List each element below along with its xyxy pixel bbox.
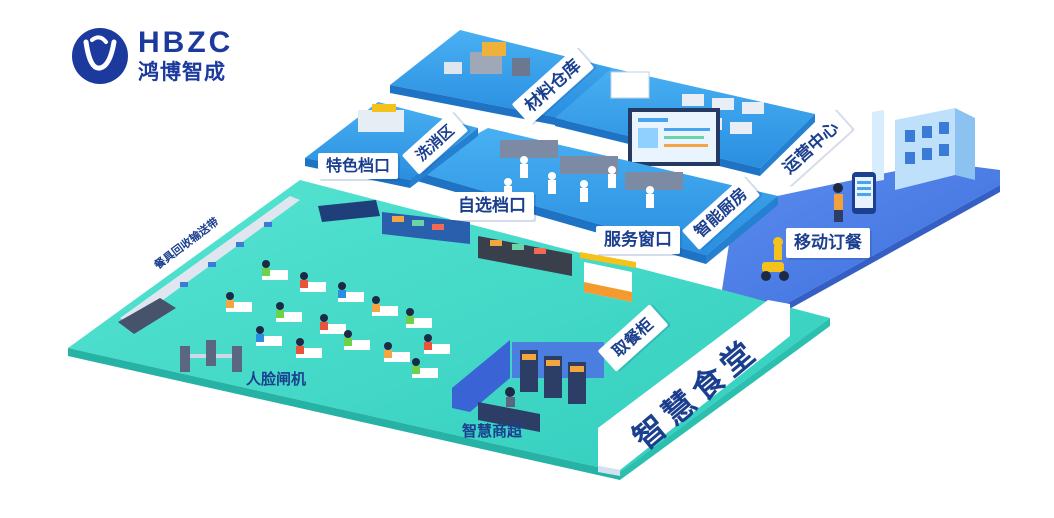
sign-mobile-order: 移动订餐 [786, 228, 870, 258]
sign-specialty-stall: 特色档口 [318, 153, 398, 179]
smart-supermarket [452, 340, 604, 432]
sign-self-service-stall: 自选档口 [450, 192, 534, 220]
serving-counters [318, 200, 636, 302]
face-gates [180, 340, 242, 372]
operations-platform [555, 68, 815, 176]
screen-icon [628, 108, 720, 166]
scooter-icon [761, 237, 789, 281]
phone-icon [852, 172, 876, 214]
tableware-conveyor [118, 196, 300, 334]
canteen-sign-panel [598, 300, 790, 476]
sign-service-window: 服务窗口 [596, 226, 680, 254]
mobile-order-platform [722, 108, 1000, 312]
logo-icon [72, 28, 128, 84]
brand-name-en: HBZC [138, 26, 234, 59]
brand-name-cn: 鸿博智成 [138, 60, 226, 84]
brand-logo: HBZC 鸿博智成 [72, 24, 292, 88]
diner-icon [226, 260, 432, 374]
dining-tables [226, 260, 450, 378]
label-smart-supermarket: 智慧商超 [462, 422, 523, 440]
building-icon [872, 108, 975, 190]
label-face-gate: 人脸闸机 [246, 370, 307, 388]
